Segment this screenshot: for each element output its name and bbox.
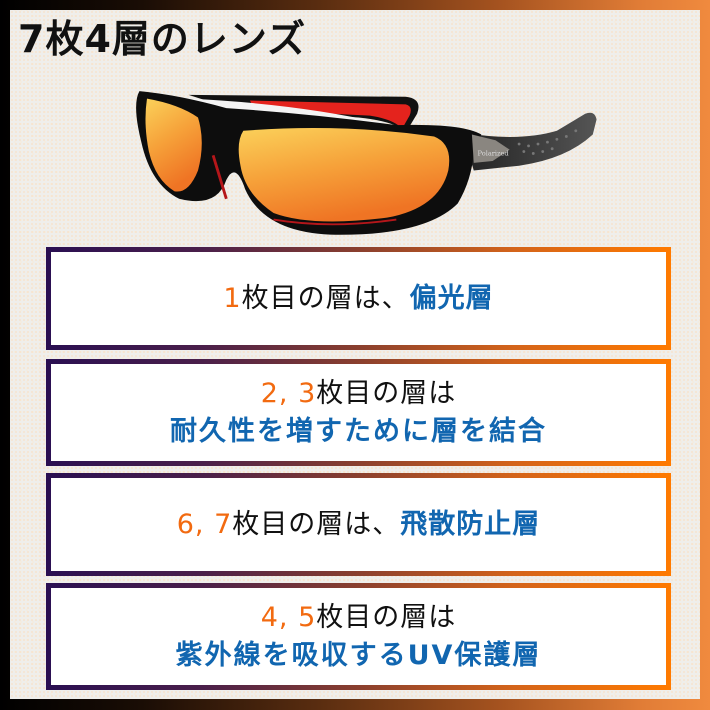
layer-4-text: 枚目の層は bbox=[316, 601, 457, 633]
layer-card-3: 6, 7枚目の層は、飛散防止層 bbox=[46, 473, 671, 576]
layer-1-line: 1枚目の層は、偏光層 bbox=[223, 280, 493, 318]
layer-3-text: 枚目の層は、 bbox=[232, 508, 401, 540]
layer-3-highlight: 飛散防止層 bbox=[400, 508, 541, 540]
temple-brand-text: Polarized bbox=[478, 149, 510, 157]
layer-4-description: 紫外線を吸収するUV保護層 bbox=[175, 639, 542, 671]
page-title: 7枚4層のレンズ bbox=[18, 17, 307, 61]
layer-3-number: 6, 7 bbox=[176, 508, 233, 540]
layer-2-number: 2, 3 bbox=[260, 377, 317, 409]
layer-2-text: 枚目の層は bbox=[316, 377, 457, 409]
layer-card-4: 4, 5枚目の層は 紫外線を吸収するUV保護層 bbox=[46, 583, 671, 690]
layer-4-number: 4, 5 bbox=[260, 601, 317, 633]
layer-card-1: 1枚目の層は、偏光層 bbox=[46, 247, 671, 350]
layer-2-description: 耐久性を増すために層を結合 bbox=[170, 415, 547, 447]
layer-2-line: 2, 3枚目の層は bbox=[261, 375, 457, 413]
sunglasses-icon: Polarized bbox=[118, 76, 618, 246]
layer-3-line: 6, 7枚目の層は、飛散防止層 bbox=[177, 506, 541, 544]
layer-4-line: 4, 5枚目の層は bbox=[261, 599, 457, 637]
layer-1-highlight: 偏光層 bbox=[409, 282, 494, 314]
layer-1-number: 1 bbox=[223, 282, 242, 314]
layer-1-text: 枚目の層は、 bbox=[241, 282, 410, 314]
layer-card-2: 2, 3枚目の層は 耐久性を増すために層を結合 bbox=[46, 359, 671, 466]
